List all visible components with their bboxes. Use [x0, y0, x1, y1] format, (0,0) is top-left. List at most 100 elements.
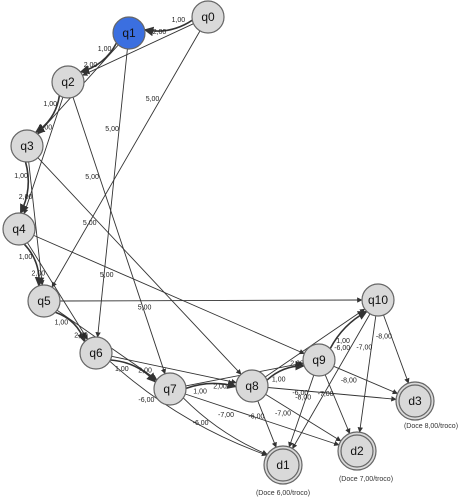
state-captions: (Doce 6,00/troco) (Doce 7,00/troco) (Doce … — [256, 423, 458, 497]
state-q7[interactable]: q7 — [153, 372, 187, 406]
transition-label-q6-d1: -6,00 — [138, 397, 154, 404]
state-q0[interactable]: q0 — [191, 0, 225, 34]
state-q3[interactable]: q3 — [10, 129, 44, 163]
transition-edge-q7-d1 — [182, 397, 268, 456]
transition-edge-q3-q8 — [37, 157, 242, 375]
state-d2[interactable]: d2 — [337, 431, 377, 471]
transition-label-q1-q3: 2,00 — [84, 62, 98, 69]
transition-label-q4-q6: 2,00 — [31, 270, 45, 277]
state-label-d1: d1 — [276, 458, 290, 472]
state-q4[interactable]: q4 — [2, 212, 36, 246]
transition-label-q7-d2: -7,00 — [218, 412, 234, 419]
state-circle-q3 — [10, 129, 44, 163]
transition-label-q10-d3: -8,00 — [376, 334, 392, 341]
state-circle-d3 — [398, 384, 432, 418]
transition-label-q0-q2: 2,00 — [153, 29, 167, 36]
transition-edge-q7-q8 — [185, 379, 237, 390]
caption-d3: (Doce 8,00/troco) — [404, 423, 458, 430]
state-label-d3: d3 — [408, 394, 422, 408]
transition-edge-q8-d2 — [265, 394, 342, 442]
transition-edge-q6-q8 — [111, 355, 237, 385]
state-circle-q6 — [79, 336, 113, 370]
transition-edge-q9-d2 — [324, 374, 351, 434]
state-label-q3: q3 — [20, 139, 34, 153]
state-label-q10: q10 — [368, 293, 388, 307]
transition-label-q9-q10: 1,00 — [336, 338, 350, 345]
transition-edge-q1-q6 — [95, 48, 128, 338]
state-q10[interactable]: q10 — [361, 283, 395, 317]
transition-label-q8-d2: -7,00 — [275, 410, 291, 417]
state-circle-q9 — [302, 343, 336, 377]
transition-label-q7-d1: -6,00 — [193, 420, 209, 427]
state-label-q5: q5 — [37, 294, 51, 308]
transition-edge-q9-d3 — [333, 365, 398, 395]
state-q2[interactable]: q2 — [51, 65, 85, 99]
transition-label-q0-q5: 5,00 — [146, 96, 160, 103]
transition-edge-q3-q5 — [28, 161, 45, 286]
state-q8[interactable]: q8 — [235, 369, 269, 403]
transition-labels: 1,00 2,00 5,00 1,00 2,00 5,00 1,00 2,00 5,00 1,00… — [14, 17, 392, 427]
transition-edge-q1-q2 — [79, 42, 118, 75]
transition-edge-q0-q5 — [51, 30, 201, 288]
transition-label-q1-q2: 1,00 — [98, 46, 112, 53]
transition-edge-q0-q2 — [82, 23, 194, 76]
state-label-q2: q2 — [61, 75, 75, 89]
transition-edge-q8-d1 — [257, 400, 277, 448]
transition-label-q7-q9: 2,00 — [213, 383, 227, 390]
transition-label-q5-q10: 5,00 — [138, 305, 152, 312]
transition-label-q5-q6: 1,00 — [55, 320, 69, 327]
state-circle-q5 — [27, 284, 61, 318]
transition-edge-q8-d3 — [267, 387, 397, 402]
state-circle-q8 — [235, 369, 269, 403]
transition-edge-q5-q6 — [55, 311, 87, 343]
transition-label-q9-d2: -7,00 — [318, 391, 334, 398]
state-circle-q1 — [112, 16, 146, 50]
state-circle-d2 — [340, 434, 374, 468]
transition-edge-q5-q10 — [59, 297, 363, 303]
transition-label-q3-q5: 2,00 — [19, 194, 33, 201]
transition-edge-q6-q7 — [110, 359, 157, 383]
state-d3[interactable]: d3 — [395, 381, 435, 421]
transition-label-q9-d3: -8,00 — [341, 377, 357, 384]
transition-edge-q4-q5 — [23, 243, 45, 287]
transition-label-q6-q8: 2,00 — [138, 368, 152, 375]
transition-label-q10-d1: -6,00 — [334, 345, 350, 352]
state-q5[interactable]: q5 — [27, 284, 61, 318]
transition-edge-q9-q10 — [329, 310, 368, 349]
transition-edge-q9-d1 — [288, 374, 315, 448]
caption-d1: (Doce 6,00/troco) — [256, 490, 310, 497]
transition-label-q8-d3: -8,00 — [295, 395, 311, 402]
state-q1[interactable]: q1 — [112, 16, 146, 50]
state-label-q9: q9 — [312, 353, 326, 367]
state-label-q1: q1 — [122, 26, 136, 40]
transition-label-q0-q1: 1,00 — [172, 17, 186, 24]
state-label-q7: q7 — [163, 382, 177, 396]
transition-edge-q10-d2 — [357, 315, 377, 433]
state-d1[interactable]: d1 — [263, 445, 303, 485]
state-circle-q10 — [361, 283, 395, 317]
transition-label-q8-q9: 1,00 — [272, 377, 286, 384]
transition-edge-q6-d1 — [109, 360, 268, 457]
transition-edge-q10-d3 — [383, 314, 410, 384]
transition-edge-q2-q7 — [72, 97, 167, 375]
transition-edge-q3-q4 — [19, 161, 30, 214]
transition-edge-q0-q1 — [143, 19, 193, 37]
transition-edge-q8-q10 — [264, 308, 366, 378]
transition-label-q5-q7: 2,00 — [74, 332, 88, 339]
transition-edge-q4-q9 — [33, 234, 305, 355]
transition-label-q6-q7: 1,00 — [115, 366, 129, 373]
state-label-q8: q8 — [245, 379, 259, 393]
state-label-q4: q4 — [12, 222, 26, 236]
state-label-q6: q6 — [89, 346, 103, 360]
transition-label-q3-q8: 5,00 — [83, 220, 97, 227]
transition-label-q7-q8: 1,00 — [193, 389, 207, 396]
transition-edges — [19, 19, 410, 457]
transition-label-q9-d1: -6,00 — [292, 390, 308, 397]
transition-label-q2-q4: 2,00 — [39, 125, 53, 132]
state-q6[interactable]: q6 — [79, 336, 113, 370]
transition-edge-q10-d1 — [292, 313, 371, 449]
transition-label-q8-d1: -6,00 — [248, 413, 264, 420]
caption-d2: (Doce 7,00/troco) — [339, 476, 393, 483]
state-q9[interactable]: q9 — [302, 343, 336, 377]
